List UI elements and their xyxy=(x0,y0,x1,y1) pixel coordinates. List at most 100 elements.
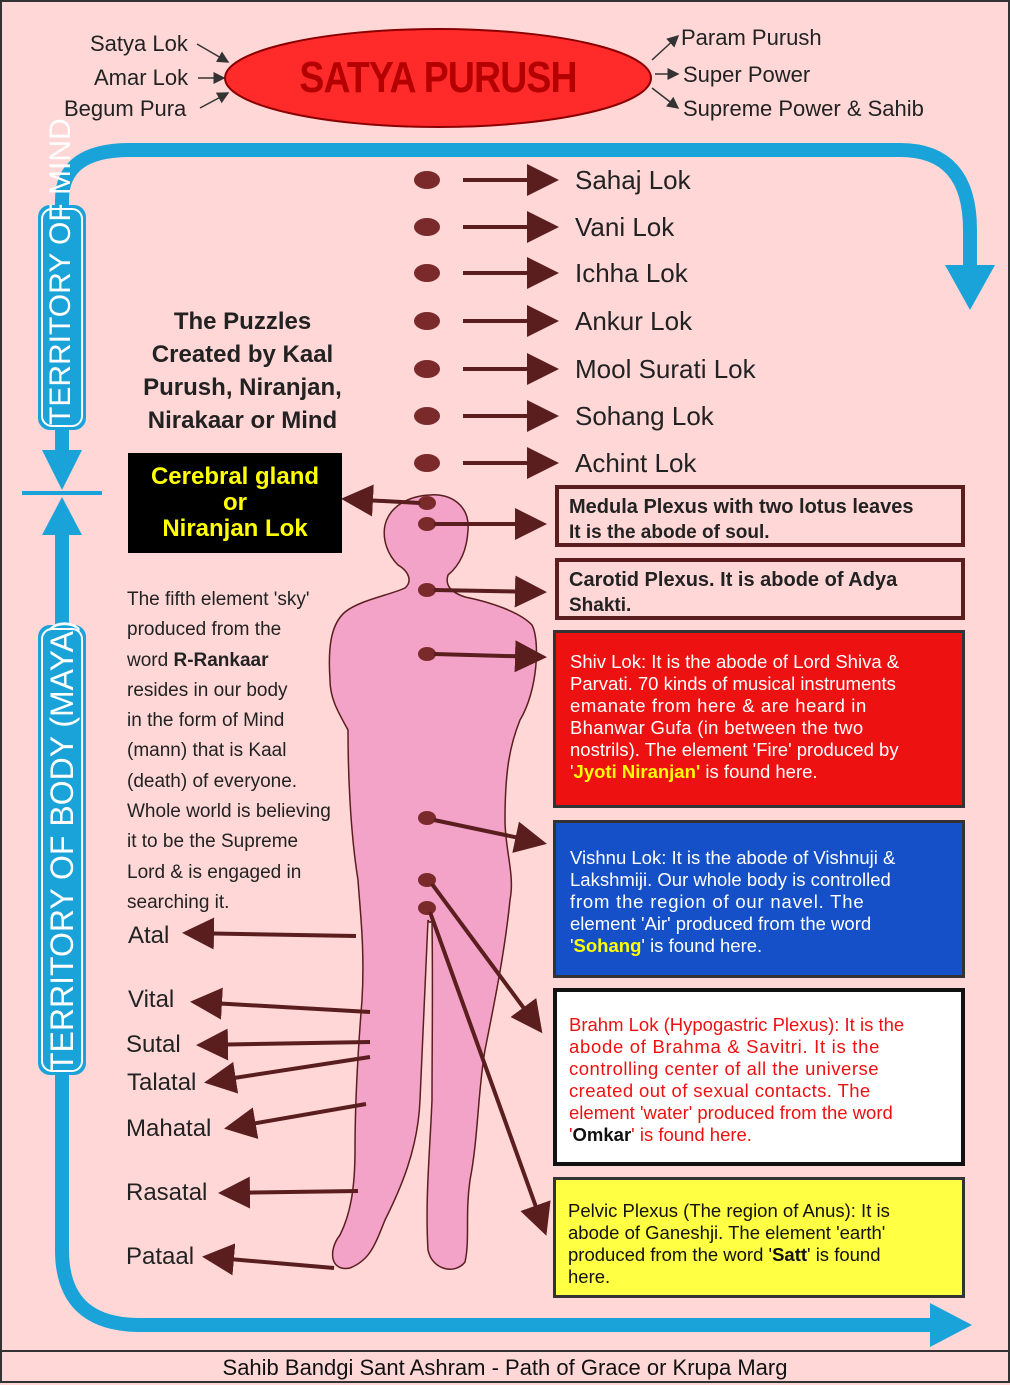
territory-body-pill xyxy=(38,625,86,1075)
paragraph-line: it to be the Supreme xyxy=(127,831,299,853)
box-line: 'Omkar' is found here. xyxy=(569,1124,949,1146)
box-text: ' xyxy=(570,761,574,782)
shiv-lok-box: Shiv Lok: It is the abode of Lord Shiva … xyxy=(553,630,965,808)
box-line: It is the abode of soul. xyxy=(569,522,770,543)
cerebral-gland-box: Cerebral gland or Niranjan Lok xyxy=(128,453,342,553)
box-line: created out of sexual contacts. The xyxy=(569,1080,871,1101)
sky-element-paragraph: The fifth element 'sky' produced from th… xyxy=(127,585,367,918)
bottom-arc-arrow xyxy=(55,1075,940,1332)
realm-label: Rasatal xyxy=(126,1179,208,1206)
territory-body-label: TERRITORY OF BODY (MAYA) xyxy=(44,620,80,1072)
realm-label: Sutal xyxy=(126,1031,181,1058)
box-line: controlling center of all the universe xyxy=(569,1058,880,1079)
box-line: nostrils). The element 'Fire' produced b… xyxy=(570,739,899,760)
box-line: 'Jyoti Niranjan' is found here. xyxy=(570,761,948,783)
lok-marker xyxy=(414,353,559,385)
sohang-highlight: Sohang xyxy=(573,935,642,956)
box-text: ' is found xyxy=(807,1244,881,1265)
top-arc-arrow xyxy=(55,143,977,275)
puzzle-line: The Puzzles xyxy=(173,308,312,335)
box-line: abode of Brahma & Savitri. It is the xyxy=(569,1036,881,1057)
box-line: here. xyxy=(568,1266,611,1287)
box-text: ' xyxy=(569,1124,573,1145)
box-text: ' is found here. xyxy=(641,935,763,956)
box-line: Pelvic Plexus (The region of Anus): It i… xyxy=(568,1200,890,1221)
box-line: element 'Air' produced from the word xyxy=(570,913,872,934)
brahm-lok-box: Brahm Lok (Hypogastric Plexus): It is th… xyxy=(553,988,965,1166)
paragraph-line: Whole world is believing xyxy=(127,801,331,823)
paragraph-line: produced from the xyxy=(127,619,282,641)
cerebral-line: or xyxy=(223,489,247,516)
lok-label: Ankur Lok xyxy=(575,306,693,336)
box-text: is found here. xyxy=(700,761,818,782)
realm-label: Mahatal xyxy=(126,1115,212,1142)
omkar-highlight: Omkar xyxy=(572,1124,632,1145)
paragraph-line: The fifth element 'sky' xyxy=(127,589,310,610)
box-line: Vishnu Lok: It is the abode of Vishnuji … xyxy=(570,847,896,868)
left-name-satya-lok: Satya Lok xyxy=(90,31,188,56)
lok-label: Achint Lok xyxy=(575,448,697,478)
realm-label: Pataal xyxy=(126,1243,195,1270)
puzzle-heading: The Puzzles Created by Kaal Purush, Nira… xyxy=(120,305,365,437)
box-line: Medula Plexus with two lotus leaves xyxy=(569,496,914,518)
medula-plexus-box: Medula Plexus with two lotus leaves It i… xyxy=(555,485,965,547)
box-text: ' is found here. xyxy=(631,1124,752,1145)
down-arrowhead-icon xyxy=(42,450,82,490)
right-name-super-power: Super Power xyxy=(683,62,811,87)
box-line: Parvati. 70 kinds of musical instruments xyxy=(570,673,896,694)
lok-label: Mool Surati Lok xyxy=(575,354,756,384)
territory-mind-label: TERRITORY OF MIND xyxy=(44,118,77,425)
paragraph-line: (mann) that is Kaal xyxy=(127,740,287,762)
lok-marker xyxy=(414,211,559,243)
pelvic-plexus-box: Pelvic Plexus (The region of Anus): It i… xyxy=(553,1177,965,1298)
lok-label: Vani Lok xyxy=(575,212,675,242)
lok-marker xyxy=(414,305,559,337)
realm-label: Vital xyxy=(128,986,175,1013)
lok-markers xyxy=(414,164,559,479)
box-line: abode of Ganeshji. The element 'earth' xyxy=(568,1222,886,1243)
puzzle-line: Nirakaar or Mind xyxy=(147,407,338,434)
body-arrows xyxy=(341,484,551,1236)
box-line: Carotid Plexus. It is abode of Adya xyxy=(569,569,898,591)
lok-marker xyxy=(414,257,559,289)
box-line: Bhanwar Gufa (in between the two xyxy=(570,717,864,738)
satt-highlight: Satt xyxy=(772,1244,808,1265)
paragraph-line: resides in our body xyxy=(127,679,288,701)
box-line: element 'water' produced from the word xyxy=(569,1102,893,1123)
cerebral-line: Cerebral gland xyxy=(150,463,320,490)
puzzle-line: Purush, Niranjan, xyxy=(143,374,342,401)
vishnu-lok-box: Vishnu Lok: It is the abode of Vishnuji … xyxy=(553,820,965,978)
footer-caption: Sahib Bandgi Sant Ashram - Path of Grace… xyxy=(0,1350,1010,1385)
box-line: Shiv Lok: It is the abode of Lord Shiva … xyxy=(570,651,900,672)
paragraph-line: Lord & is engaged in xyxy=(127,861,302,883)
left-name-connectors xyxy=(196,43,230,109)
lok-marker xyxy=(414,164,559,196)
paragraph-line: (death) of everyone. xyxy=(127,770,298,792)
paragraph-text: word xyxy=(127,649,174,671)
territory-mind-pill xyxy=(38,205,86,430)
lok-label: Sahaj Lok xyxy=(575,165,691,195)
right-name-connectors xyxy=(651,34,680,109)
paragraph-line: word R-Rankaar xyxy=(127,646,367,676)
puzzle-line: Created by Kaal xyxy=(151,341,334,368)
left-name-begum-pura: Begum Pura xyxy=(64,96,187,121)
right-name-supreme-power: Supreme Power & Sahib xyxy=(683,96,924,121)
body-points xyxy=(418,496,436,915)
lok-marker xyxy=(414,400,559,432)
box-line: Shakti. xyxy=(569,595,632,616)
carotid-plexus-box: Carotid Plexus. It is abode of Adya Shak… xyxy=(555,558,965,620)
left-name-amar-lok: Amar Lok xyxy=(94,65,189,90)
jyoti-niranjan-highlight: Jyoti Niranjan' xyxy=(573,761,701,782)
right-name-param-purush: Param Purush xyxy=(681,25,822,50)
box-line: from the region of our navel. The xyxy=(570,891,865,912)
lok-marker xyxy=(414,447,559,479)
realm-label: Atal xyxy=(128,922,170,949)
realm-arrows xyxy=(182,917,371,1276)
box-line: produced from the word 'Satt' is found xyxy=(568,1244,950,1266)
page-title: SATYA PURUSH xyxy=(299,53,577,102)
lok-label: Sohang Lok xyxy=(575,401,714,431)
box-line: emanate from here & are heard in xyxy=(570,695,867,716)
